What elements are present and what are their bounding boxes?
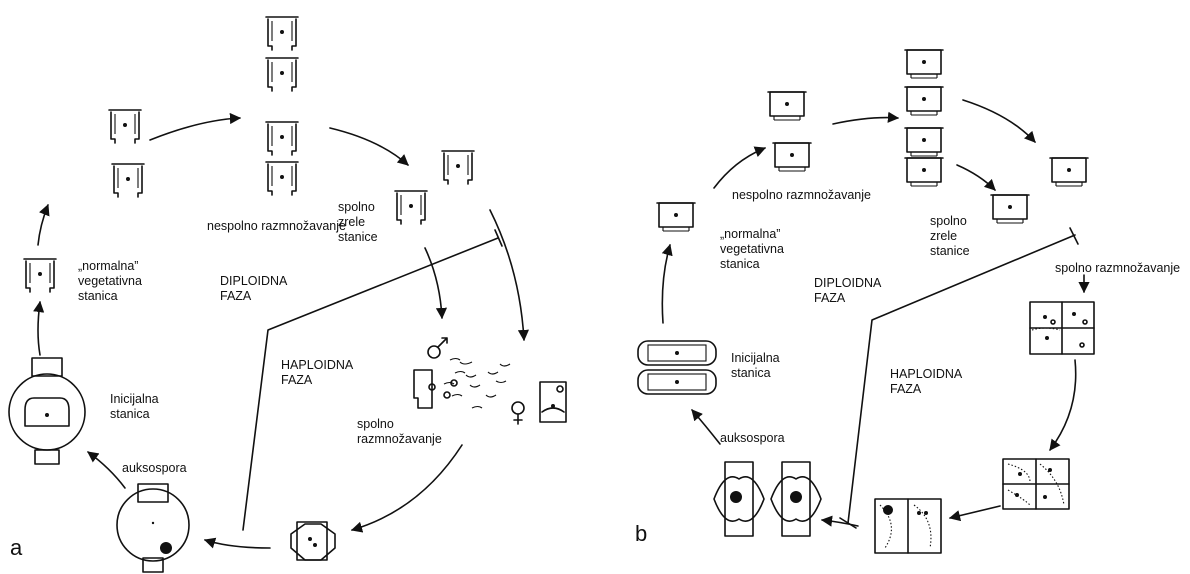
panel-b-mature-label: spolno zrele stanice <box>930 214 970 258</box>
panel-a-cells <box>23 16 475 293</box>
panel-b-sexual-label: spolno razmnožavanje <box>1055 261 1181 275</box>
panel-a-gametes <box>413 337 567 425</box>
panel-a-auxospore-label: auksospora <box>122 461 187 475</box>
panel-b-arrows <box>661 99 1090 529</box>
panel-b-initial-cells <box>637 340 717 395</box>
panel-a-diploid-label: DIPLOIDNA FAZA <box>220 274 288 303</box>
panel-a-haploid-label: HAPLOIDNA FAZA <box>281 358 354 387</box>
panel-a-initial-cell <box>8 357 86 465</box>
panel-b-gametangia <box>874 301 1095 554</box>
panel-b-diploid-label: DIPLOIDNA FAZA <box>814 276 882 305</box>
panel-a-letter: a <box>10 535 23 560</box>
panel-a-sexual-label: spolno razmnožavanje <box>357 417 442 446</box>
panel-b-auxospores <box>713 461 822 537</box>
panel-b-haploid-label: HAPLOIDNA FAZA <box>890 367 963 396</box>
panel-b-normal-cell-label: „normalna” vegetativna stanica <box>720 227 784 271</box>
panel-b-initial-label: Inicijalna stanica <box>731 351 780 380</box>
panel-b-cells <box>656 49 1089 232</box>
panel-a-auxospore <box>116 483 190 573</box>
panel-b-asexual-label: nespolno razmnožavanje <box>732 188 871 202</box>
panel-a-asexual-label: nespolno razmnožavanje <box>207 219 346 233</box>
panel-a-arrows <box>33 112 530 549</box>
panel-a-initial-label: Inicijalna stanica <box>110 392 159 421</box>
panel-b-letter: b <box>635 521 648 546</box>
panel-a-zygote <box>290 521 336 561</box>
panel-a-mature-label: spolno zrele stanice <box>338 200 378 244</box>
panel-b-auxospore-label: auksospora <box>720 431 785 445</box>
panel-a-normal-cell-label: „normalna” vegetativna stanica <box>78 259 142 303</box>
